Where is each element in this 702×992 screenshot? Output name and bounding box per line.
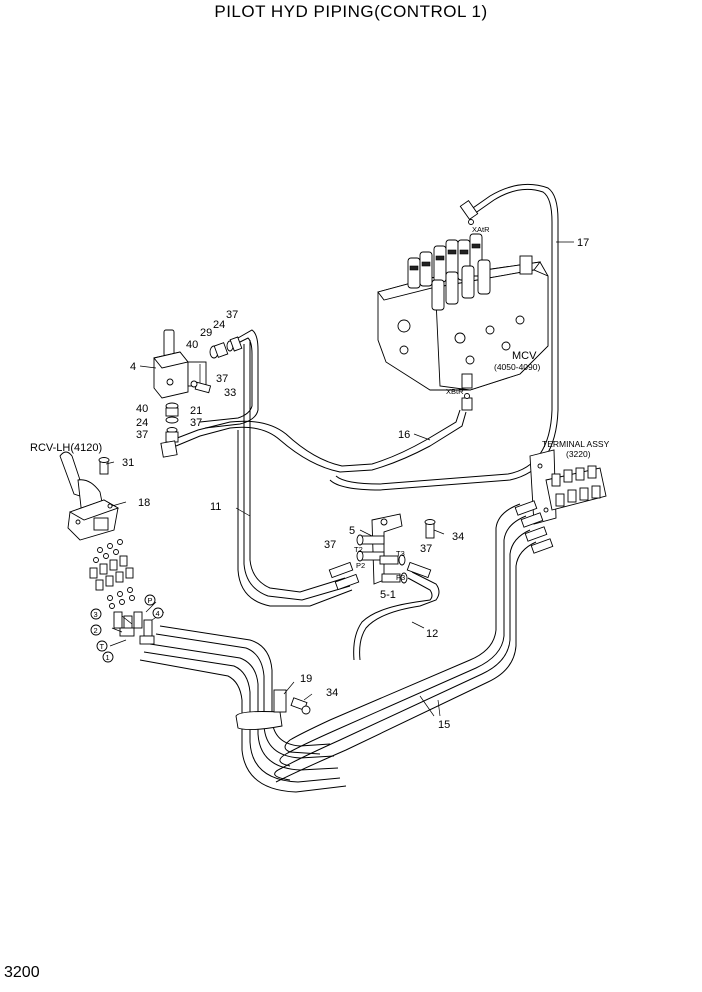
label-p2: P2 xyxy=(356,561,365,570)
label-40b: 40 xyxy=(136,403,148,415)
fittings-group-upper xyxy=(160,336,243,458)
label-37d: 37 xyxy=(136,429,148,441)
label-34a: 34 xyxy=(452,531,464,543)
label-21: 21 xyxy=(190,405,202,417)
label-xbtr: XBtR xyxy=(446,387,464,396)
label-19: 19 xyxy=(300,673,312,685)
terminal-assy xyxy=(514,449,607,554)
label-mcv: MCV xyxy=(512,350,537,362)
pipe-17 xyxy=(329,183,559,491)
label-24b: 24 xyxy=(136,417,148,429)
leader-lines xyxy=(105,241,574,717)
label-37a: 37 xyxy=(226,309,238,321)
label-12: 12 xyxy=(426,628,438,640)
label-37b: 37 xyxy=(216,373,228,385)
label-xatr: XAtR xyxy=(472,225,490,234)
label-t2: T2 xyxy=(354,545,363,554)
label-31: 31 xyxy=(122,457,134,469)
label-34b: 34 xyxy=(326,687,338,699)
label-terminal-code: (3220) xyxy=(566,449,591,459)
clamp-19 xyxy=(235,689,287,731)
label-16: 16 xyxy=(398,429,410,441)
port-markers: 3 2 T 1 P 4 xyxy=(90,594,164,663)
port-3: 3 xyxy=(94,610,98,619)
port-2: 2 xyxy=(94,626,98,635)
label-11: 11 xyxy=(210,501,221,513)
label-5: 5 xyxy=(349,525,355,537)
pilot-valve-4 xyxy=(153,329,207,399)
port-4: 4 xyxy=(156,609,160,618)
pipe-11 xyxy=(199,329,353,607)
pipe-bundle-15 xyxy=(139,503,537,793)
main-control-valve xyxy=(377,199,549,411)
port-t: T xyxy=(100,642,105,651)
label-rcv-lh: RCV-LH(4120) xyxy=(30,442,102,454)
part-labels: 17 16 11 12 15 4 40 29 24 37 37 33 40 21… xyxy=(30,225,610,731)
label-mcv-range: (4050-4090) xyxy=(494,362,540,372)
bracket-5 xyxy=(328,513,436,591)
bolt-34-lower xyxy=(290,697,311,715)
port-p: P xyxy=(148,596,153,605)
label-4: 4 xyxy=(130,361,136,373)
port-1: 1 xyxy=(106,653,110,662)
rcv-lh-joystick xyxy=(59,451,120,541)
label-37e: 37 xyxy=(324,539,336,551)
label-40a: 40 xyxy=(186,339,198,351)
page-number: 3200 xyxy=(4,964,40,981)
label-t3: T3 xyxy=(396,549,405,558)
pipe-12 xyxy=(353,571,440,661)
label-18: 18 xyxy=(138,497,150,509)
label-37f: 37 xyxy=(420,543,432,555)
diagram-title: PILOT HYD PIPING(CONTROL 1) xyxy=(214,2,488,21)
label-24a: 24 xyxy=(213,319,225,331)
label-terminal-assy: TERMINAL ASSY xyxy=(542,439,610,449)
label-p3: P3 xyxy=(396,573,405,582)
label-15: 15 xyxy=(438,719,450,731)
label-17: 17 xyxy=(577,237,589,249)
joystick-fittings xyxy=(89,539,155,645)
pipe-16 xyxy=(171,409,467,473)
label-33: 33 xyxy=(224,387,236,399)
label-5-1: 5-1 xyxy=(380,589,396,601)
label-29: 29 xyxy=(200,327,212,339)
label-37c: 37 xyxy=(190,417,202,429)
